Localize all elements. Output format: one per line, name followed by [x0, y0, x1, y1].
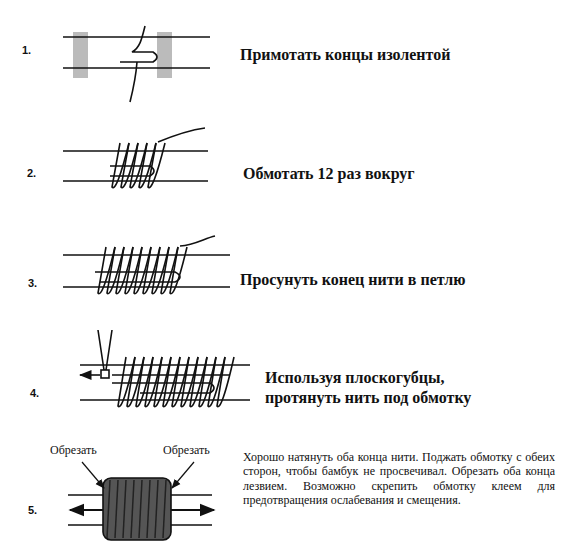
step-instruction: Используя плоскогубцы, протянуть нить по…: [265, 368, 513, 408]
wrap-turn: [123, 480, 126, 538]
cut-label: Обрезать: [163, 443, 210, 458]
step-instruction: Просунуть конец нити в петлю: [240, 270, 540, 290]
wrap-turn: [170, 247, 187, 294]
note-text: Хорошо натянуть оба конца нити. Поджать …: [243, 450, 555, 508]
step-number: 4.: [30, 387, 39, 399]
wrap-turn: [155, 480, 158, 538]
step-number: 5.: [28, 504, 37, 516]
tape: [73, 32, 88, 78]
thread-wraps: [98, 247, 187, 294]
rod-line: [63, 254, 230, 256]
step-instruction: Обмотать 12 раз вокруг: [243, 164, 533, 184]
rod-line: [63, 36, 210, 38]
step-instruction: Примотать концы изолентой: [240, 45, 530, 65]
wrap-turn: [107, 480, 110, 538]
thread-loop: [120, 26, 157, 62]
step-number: 1.: [22, 44, 31, 56]
thread-end: [158, 128, 205, 142]
thread-wraps: [118, 357, 234, 407]
wrap-turn: [147, 480, 150, 538]
rod-line: [63, 286, 230, 288]
tape: [157, 32, 172, 78]
pull-arrow: [171, 509, 214, 511]
thread-end: [130, 62, 137, 102]
wrap-turn: [139, 480, 142, 538]
pliers: [98, 330, 112, 370]
step-number: 3.: [28, 277, 37, 289]
cut-label: Обрезать: [50, 443, 97, 458]
rod-line: [80, 399, 250, 401]
thread-wraps: [112, 143, 165, 188]
pull-arrow: [70, 509, 103, 511]
wrap-turn: [148, 143, 165, 188]
wrap-turn: [163, 480, 166, 538]
leader-line: [172, 462, 194, 488]
step-number: 2.: [27, 167, 36, 179]
wrap-turns: [107, 480, 166, 538]
wrap-turn: [131, 480, 134, 538]
pliers-tip: [101, 370, 109, 378]
wrap-turn: [115, 480, 118, 538]
wrap-turn: [217, 357, 234, 407]
pull-arrow: [80, 374, 100, 376]
thread-end: [180, 236, 215, 246]
finished-wrap: [103, 478, 171, 540]
leader-line: [82, 462, 104, 488]
